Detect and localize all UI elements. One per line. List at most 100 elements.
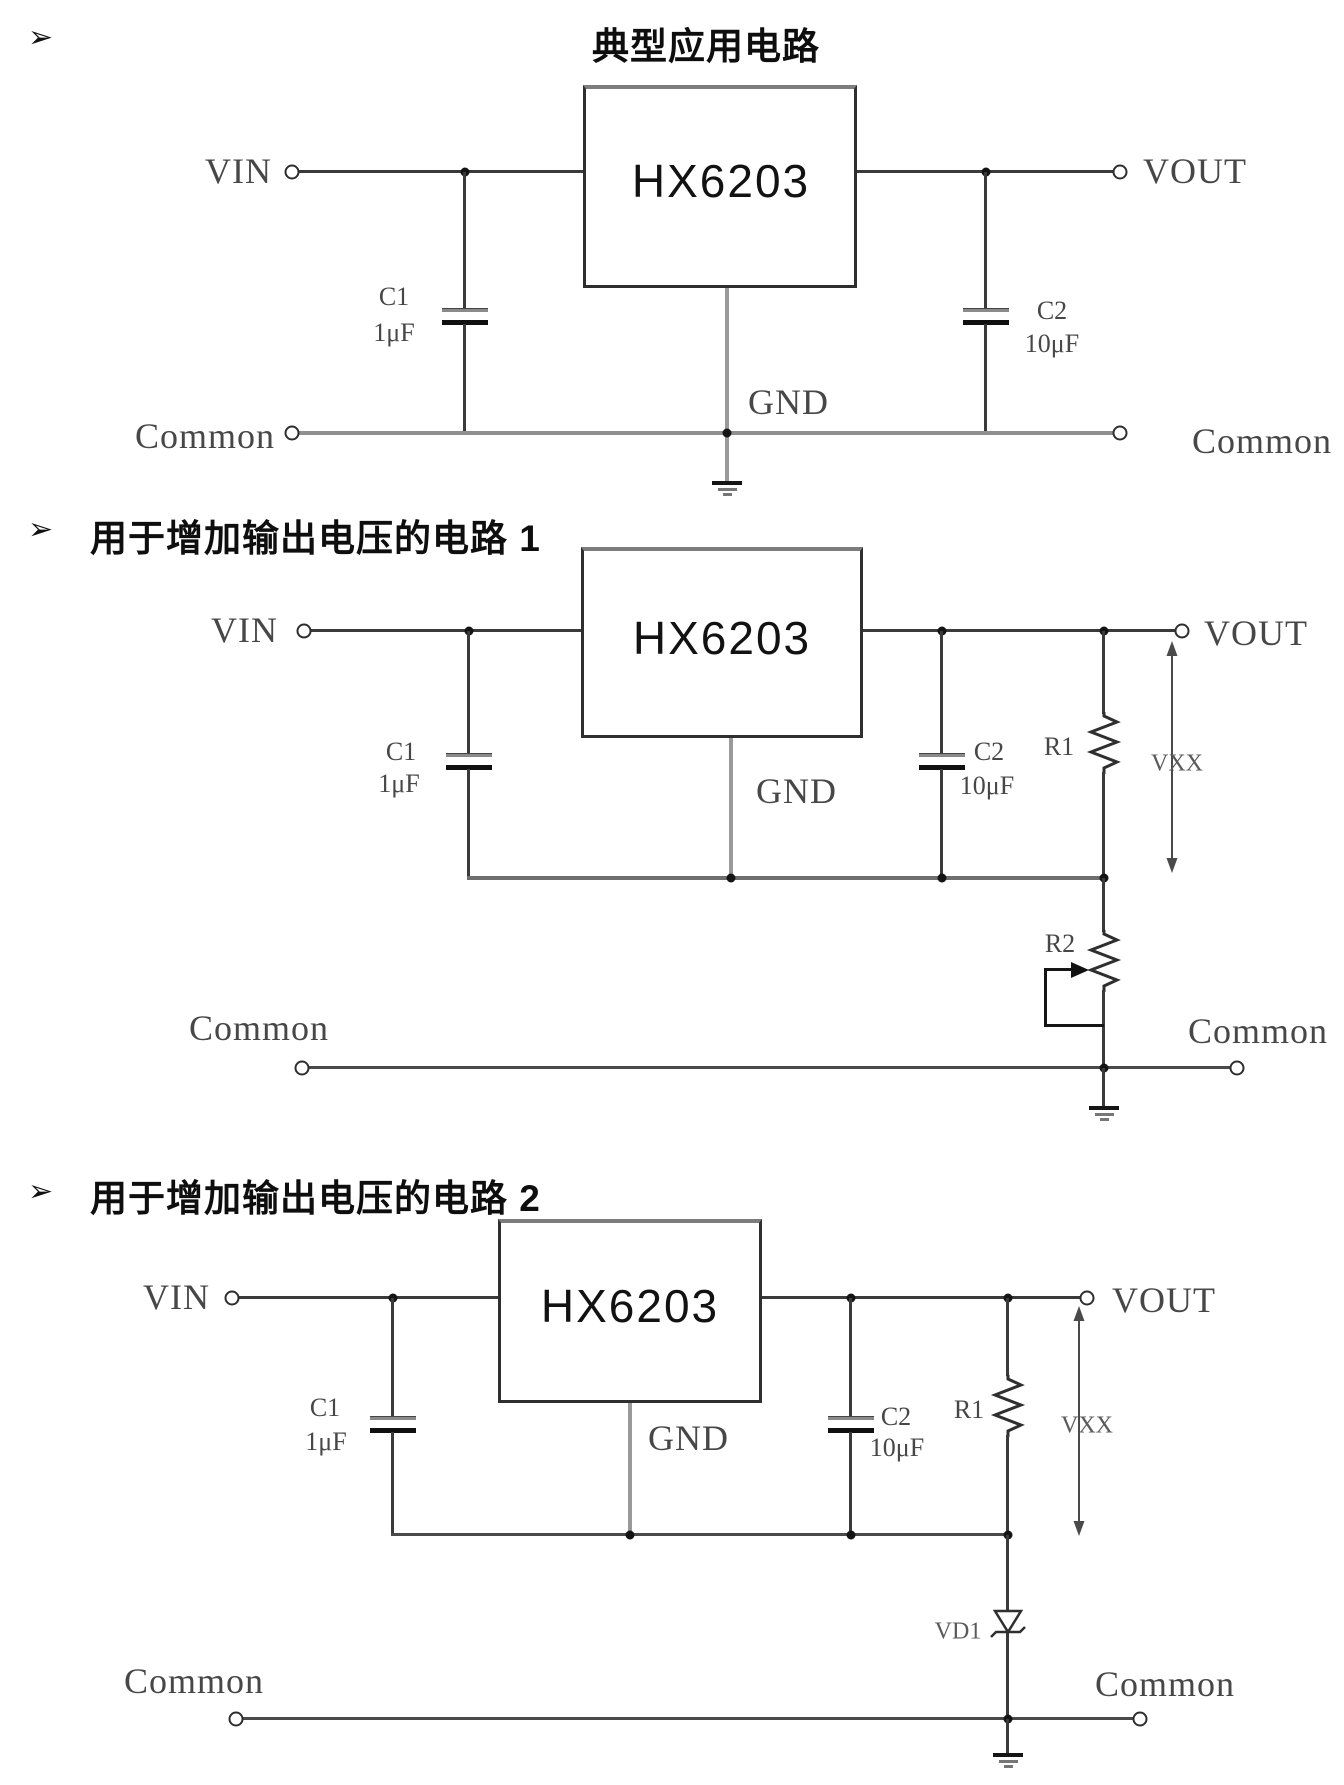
common-right-terminal-3 [1132,1711,1148,1727]
wire-vout-3 [762,1296,1080,1299]
wire-c2-top-2 [940,631,943,755]
junction-dot [937,873,947,883]
common-right-label-2: Common [1188,1011,1329,1051]
wire-c2-bottom-3 [849,1432,852,1536]
wire-vout-2 [863,629,1175,632]
wire-c1-top-1 [463,172,466,310]
vin-label-1: VIN [205,151,272,191]
wire-c1-top-2 [467,631,470,755]
vxx-label-3: VXX [1061,1412,1113,1439]
wire-gnd-tail-3 [1006,1719,1009,1755]
common-right-terminal-1 [1112,425,1128,441]
chip-box-1 [583,85,857,288]
c2-value-label-3: 10μF [869,1433,925,1462]
c2-name-label-3: C2 [880,1402,912,1431]
vout-label-1: VOUT [1143,151,1247,191]
wire-c2-top-3 [849,1298,852,1418]
vout-label-2: VOUT [1204,613,1308,653]
vd1-label-3: VD1 [934,1618,982,1645]
r1-label-2: R1 [1043,732,1075,761]
gnd-label-1: GND [748,382,829,422]
junction-dot [726,873,736,883]
c1-name-label-2: C1 [385,737,417,766]
wire-c1-bottom-1 [463,324,466,434]
wire-r1-bottom-2 [1102,772,1105,878]
bullet-icon: ➢ [28,20,54,55]
ground-symbol-2 [1089,1106,1119,1121]
vxx-arrow-3 [1073,1306,1085,1536]
capacitor-c1-symbol-2 [446,753,492,770]
wire-c2-bottom-1 [984,324,987,434]
common-right-terminal-2 [1229,1060,1245,1076]
c2-value-label-2: 10μF [959,771,1015,800]
wire-gnd-stem-1 [725,288,729,433]
c2-value-label-1: 10μF [1024,329,1080,358]
section1-title: 典型应用电路 [592,26,820,67]
wire-gnd-stem-2 [729,738,733,879]
junction-dot [722,428,732,438]
vxx-label-2: VXX [1151,750,1203,777]
wire-c2-top-1 [984,172,987,310]
wire-c1-bottom-2 [467,769,470,878]
chip-label-2: HX6203 [632,612,812,664]
common-rail-2 [302,1066,1237,1069]
c1-value-label-3: 1μF [305,1427,347,1456]
common-right-label-1: Common [1192,421,1333,461]
chip-box-2 [581,547,863,738]
capacitor-c2-symbol-1 [963,308,1009,325]
junction-dot [846,1530,856,1540]
wire-r1-top-3 [1006,1298,1009,1376]
wire-c1-bottom-3 [391,1432,394,1536]
ground-symbol-1 [712,481,742,496]
vxx-arrow-2 [1166,641,1178,873]
common-left-terminal-3 [228,1711,244,1727]
c1-name-label-3: C1 [309,1393,341,1422]
chip-label-1: HX6203 [631,155,811,207]
vin-terminal-2 [296,623,312,639]
r1-label-3: R1 [953,1395,985,1424]
wiper-down-2 [1044,968,1047,1027]
vin-terminal-3 [224,1290,240,1306]
diode-vd1-symbol-3 [990,1609,1026,1638]
section3-title: 用于增加输出电压的电路 2 [90,1178,541,1219]
wire-vin-2 [311,629,581,632]
wire-r1-bottom-3 [1006,1435,1009,1536]
wire-gnd-stem-3 [628,1403,632,1536]
r2-label-2: R2 [1044,929,1076,958]
wire-gnd-tail-2 [1102,1068,1105,1108]
ground-symbol-3 [993,1753,1023,1768]
capacitor-c1-symbol-1 [442,308,488,325]
wire-vin-3 [239,1296,498,1299]
wiper-arrow-icon [1071,962,1089,978]
capacitor-c2-symbol-2 [919,753,965,770]
wire-r2-top-2 [1102,878,1105,932]
c1-value-label-2: 1μF [378,769,420,798]
wire-gnd-tail-1 [725,433,729,482]
vin-label-3: VIN [143,1277,210,1317]
common-left-terminal-2 [294,1060,310,1076]
mid-rail-2 [467,876,1105,880]
resistor-r1-symbol-3 [990,1375,1026,1437]
common-rail-3 [236,1717,1140,1720]
vout-terminal-3 [1079,1290,1095,1306]
c1-name-label-1: C1 [378,282,410,311]
common-left-label-2: Common [188,1008,330,1048]
section2-title: 用于增加输出电压的电路 1 [90,518,541,559]
mid-rail-3 [391,1533,1009,1536]
c2-name-label-2: C2 [973,737,1005,766]
wire-c1-top-3 [391,1298,394,1418]
wire-r2-bottom-2 [1102,990,1105,1068]
chip-box-3 [498,1219,762,1403]
junction-dot [625,1530,635,1540]
wire-vin-1 [299,170,583,173]
common-left-label-1: Common [134,416,275,456]
resistor-r2-symbol-2 [1086,930,1122,992]
resistor-r1-symbol-2 [1086,712,1122,774]
vout-label-3: VOUT [1112,1280,1216,1320]
vin-terminal-1 [284,164,300,180]
gnd-label-3: GND [648,1418,729,1458]
vin-label-2: VIN [211,610,278,650]
wiper-arm-2 [1045,968,1073,971]
bullet-icon: ➢ [28,1174,54,1209]
